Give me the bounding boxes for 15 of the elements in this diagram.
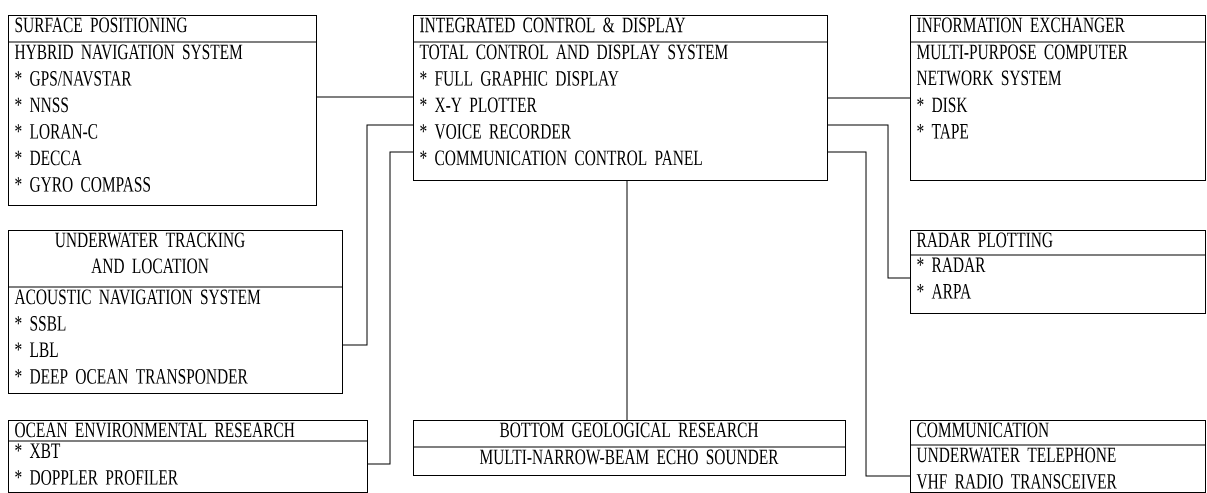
connector-line [316,96,414,98]
connector-line [827,151,911,477]
connector-line [827,124,911,279]
system-box: COMMUNICATION UNDERWATER TELEPHONE VHF RADIO TRANSCEIVER [909,420,1206,493]
connector-line [626,180,628,421]
system-box: BOTTOM GEOLOGICAL RESEARCH MULTI-NARROW-BEAM ECHO SOUNDER [412,420,846,476]
system-box: OCEAN ENVIRONMENTAL RESEARCH * XBT * DOPPLER PROFILER [7,420,368,493]
connector-line [827,97,911,99]
system-box: INTEGRATED CONTROL & DISPLAY TOTAL CONTROL AND DISPLAY SYSTEM * FULL GRAPHIC DISPLAY * X-Y PLOTTER * VOICE RECORDER * COMMUNICATION CONTROL PANEL [412,15,828,181]
system-box: SURFACE POSITIONING HYBRID NAVIGATION SYSTEM * GPS/NAVSTAR * NNSS * LORAN-C * DECCA * GYRO COMPASS [7,15,317,206]
system-box: RADAR PLOTTING * RADAR * ARPA [909,230,1206,314]
connector-line [367,151,414,465]
system-box: INFORMATION EXCHANGER MULTI-PURPOSE COMPUTER NETWORK SYSTEM * DISK * TAPE [909,15,1206,181]
connector-line [342,124,414,346]
system-box: UNDERWATER TRACKING AND LOCATION ACOUSTIC NAVIGATION SYSTEM * SSBL * LBL * DEEP OCEAN TRANSPONDER [7,230,343,394]
